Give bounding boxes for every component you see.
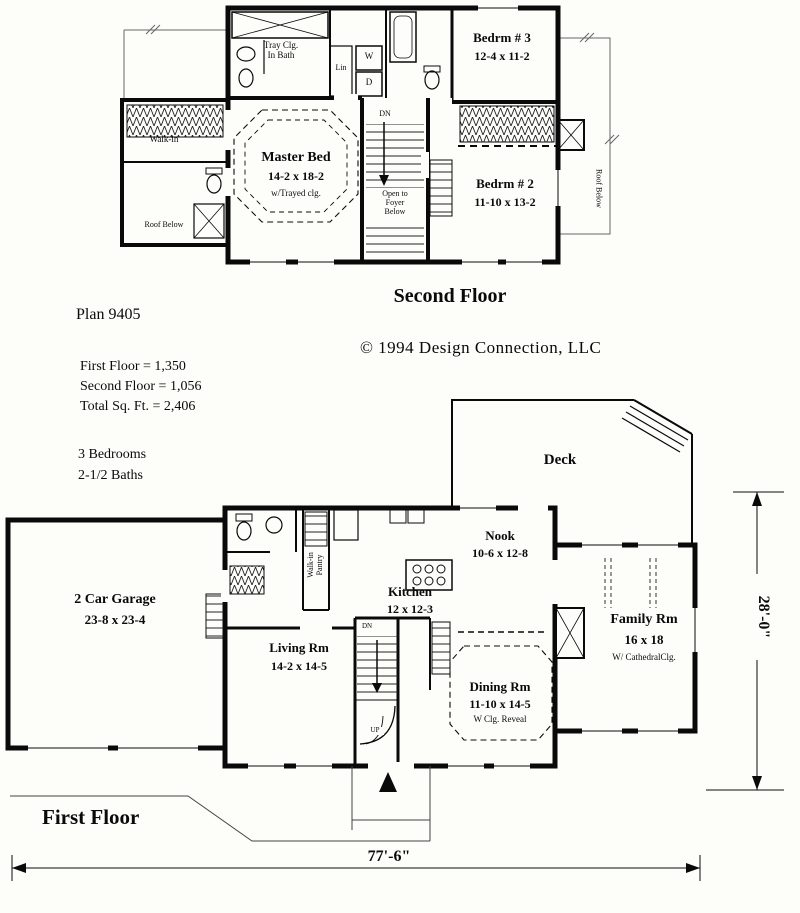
copyright-line: © 1994 Design Connection, LLC — [360, 338, 602, 357]
bedroom2-name: Bedrm # 2 — [476, 176, 534, 191]
family-room-dims: 16 x 18 — [624, 632, 664, 647]
stairs-up-label: UP — [366, 726, 384, 735]
entry-arrow-icon — [379, 772, 397, 792]
kitchen-dims: 12 x 12-3 — [387, 602, 433, 616]
overall-width-dimension: 77'-6" — [330, 848, 448, 866]
second-floor-linework — [120, 4, 620, 266]
bedrooms-line: 3 Bedrooms — [78, 447, 147, 462]
open-to-foyer-note: Open to Foyer Below — [366, 189, 424, 217]
family-room-name: Family Rm — [610, 612, 678, 627]
stairs-dn-label-2f: DN — [374, 109, 396, 119]
area-total: Total Sq. Ft. = 2,406 — [80, 399, 196, 414]
garage-dims: 23-8 x 23-4 — [84, 612, 146, 627]
walk-in-label: Walk-in — [149, 134, 179, 144]
lin-closet-label: Lin — [335, 63, 347, 72]
pantry-label: Walk-in Pantry — [306, 552, 324, 578]
kitchen-name: Kitchen — [387, 584, 433, 599]
baths-line: 2-1/2 Baths — [78, 468, 143, 483]
stairs-dn-label-1f: DN — [358, 622, 376, 631]
garage-name: 2 Car Garage — [74, 592, 156, 607]
roof-below-left-label: Roof Below — [144, 220, 184, 229]
nook-dims: 10-6 x 12-8 — [472, 546, 528, 560]
dining-room-note: W Clg. Reveal — [473, 714, 527, 724]
tray-clg-note: Tray Clg. In Bath — [263, 40, 299, 61]
family-room-note: W/ CathedralClg. — [612, 652, 676, 662]
master-bed-dims: 14-2 x 18-2 — [268, 169, 324, 183]
nook-name: Nook — [485, 528, 515, 543]
washer-label: W — [364, 51, 374, 61]
living-room-dims: 14-2 x 14-5 — [271, 659, 327, 673]
first-floor-linework — [5, 399, 699, 842]
bedroom2-dims: 11-10 x 13-2 — [474, 195, 536, 209]
dryer-label: D — [365, 77, 373, 87]
living-room-name: Living Rm — [269, 640, 329, 655]
master-bed-note: w/Trayed clg. — [271, 188, 321, 198]
dining-room-name: Dining Rm — [469, 679, 531, 694]
dining-room-dims: 11-10 x 14-5 — [469, 697, 531, 711]
area-first-floor: First Floor = 1,350 — [80, 359, 186, 374]
second-floor-title: Second Floor — [393, 285, 507, 307]
plan-number: Plan 9405 — [76, 306, 141, 323]
deck-name: Deck — [543, 452, 577, 468]
bedroom3-name: Bedrm # 3 — [473, 30, 531, 45]
overall-depth-dimension: 28'-0" — [754, 573, 772, 660]
area-second-floor: Second Floor = 1,056 — [80, 379, 202, 394]
master-bed-name: Master Bed — [261, 150, 331, 165]
roof-below-right-label: Roof Below — [594, 169, 604, 208]
first-floor-title: First Floor — [42, 805, 140, 829]
bedroom3-dims: 12-4 x 11-2 — [474, 49, 530, 63]
